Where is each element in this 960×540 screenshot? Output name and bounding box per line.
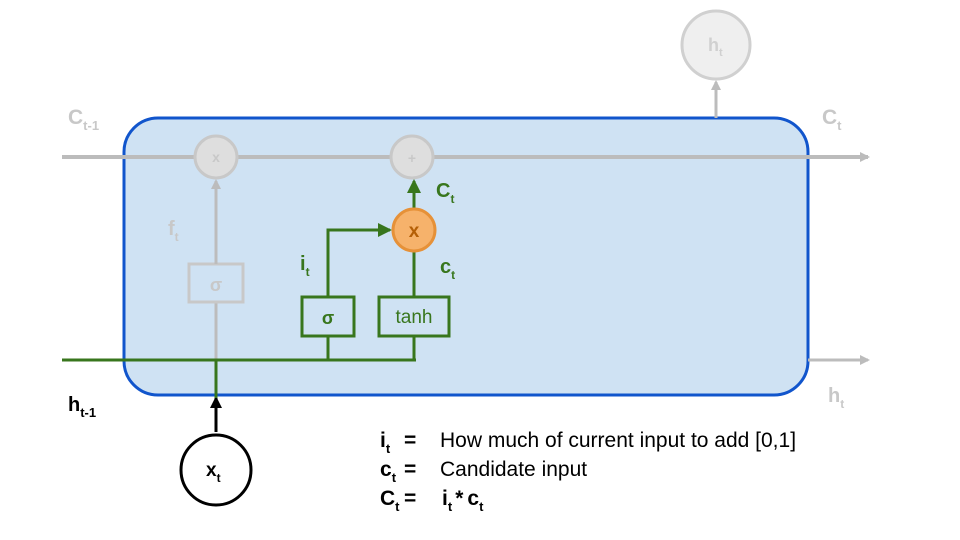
input-multiply-node — [391, 207, 437, 253]
candidate-product-label: Ct — [436, 180, 454, 206]
input-gate-label: it — [300, 253, 310, 279]
candidate-label: ct — [440, 256, 455, 282]
forget-gate-label: ft — [168, 218, 179, 244]
legend-row-2-desc: Candidate input — [440, 458, 587, 481]
input-sigma-symbol: σ — [322, 308, 334, 328]
forget-multiply-node — [193, 134, 239, 180]
hidden-in-label: ht-1 — [68, 394, 96, 420]
input-gate-arrow — [326, 223, 392, 297]
legend-row-2-symbol: ct — [380, 458, 397, 485]
forget-multiply-symbol: x — [212, 149, 220, 165]
legend-row-3-eq: = — [404, 487, 416, 510]
legend-row-1-symbol: it — [380, 429, 391, 456]
lstm-cell-box — [122, 116, 810, 397]
tanh-label: tanh — [396, 307, 433, 328]
cell-state-out-label: Ct — [822, 106, 842, 133]
legend-row-3-desc: it*ct — [442, 487, 484, 514]
legend-row-1-desc: How much of current input to add [0,1] — [440, 429, 796, 452]
hidden-out-right-label: ht — [828, 385, 844, 411]
input-multiply-symbol: x — [409, 221, 420, 242]
legend-row-1-eq: = — [404, 429, 416, 452]
forget-sigma-symbol: σ — [210, 275, 222, 295]
input-label: xt — [206, 460, 221, 485]
hidden-out-top-label: ht — [708, 35, 723, 59]
legend-row-3-symbol: Ct — [380, 487, 400, 514]
add-node — [389, 134, 435, 180]
input-node — [179, 433, 253, 507]
legend-row-2-eq: = — [404, 458, 416, 481]
cell-state-in-label: Ct-1 — [68, 106, 99, 133]
legend: it = How much of current input to add [0… — [380, 429, 796, 514]
add-symbol: + — [408, 150, 416, 166]
hidden-out-top-node — [680, 9, 752, 81]
